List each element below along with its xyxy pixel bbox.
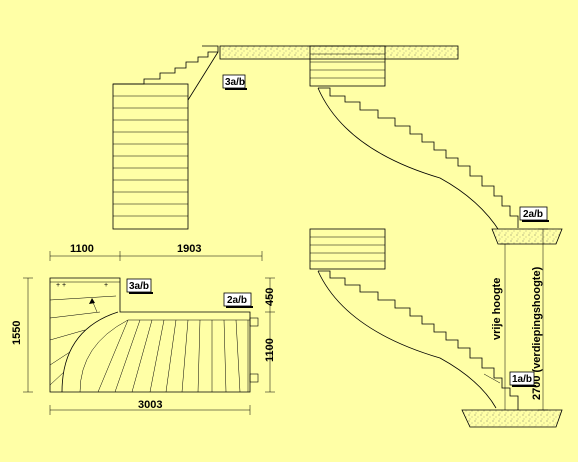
- lower-tread-block: [309, 228, 386, 270]
- tag-2ab-side: 2a/b: [523, 209, 543, 220]
- lower-stair-steps: [318, 270, 519, 410]
- dim-depth-total: 1550: [11, 321, 23, 345]
- dim-free-height: vrije hoogte: [491, 278, 503, 340]
- plan-inner-curve: [61, 311, 119, 393]
- upper-left-elevation: 3a/b: [112, 45, 459, 230]
- svg-text:+ +: + +: [56, 282, 66, 289]
- ground-floor-slab: [461, 409, 563, 428]
- plan-winder-lines: [49, 295, 117, 386]
- landing-tread-block: [309, 45, 386, 87]
- plan-outline: [49, 277, 251, 393]
- dim-total-width: 3003: [138, 399, 162, 411]
- svg-text:+: +: [104, 282, 108, 289]
- mid-floor-slab: [491, 228, 563, 245]
- upper-right-elevation: 2a/b: [309, 45, 563, 245]
- tag-3ab-plan: 3a/b: [129, 281, 149, 292]
- dim-width-left: 1100: [70, 243, 94, 255]
- tag-2ab-plan: 2a/b: [227, 295, 247, 306]
- dim-depth-upper: 450: [264, 288, 276, 306]
- dim-width-right: 1903: [177, 243, 201, 255]
- tag-1ab-side: 1a/b: [512, 374, 532, 385]
- lower-right-elevation: vrije hoogte 2700 (verdiepingshoogte) 1a…: [309, 228, 563, 428]
- upper-stair-steps: [113, 45, 219, 85]
- tread-block: [112, 83, 189, 230]
- right-upper-steps: [318, 87, 519, 228]
- lower-stringer-curve: [317, 270, 497, 409]
- upper-stringer-curve: [317, 87, 501, 233]
- dim-floor-height: 2700 (verdiepingshoogte): [531, 266, 543, 400]
- plan-tread-lines: [97, 319, 249, 393]
- plan-view: 1100 1903 + +: [11, 243, 276, 415]
- upper-floor-slab: [219, 45, 459, 60]
- tag-3ab-top: 3a/b: [225, 77, 245, 88]
- tread-lines: [113, 95, 188, 217]
- dim-depth-lower: 1100: [264, 338, 276, 362]
